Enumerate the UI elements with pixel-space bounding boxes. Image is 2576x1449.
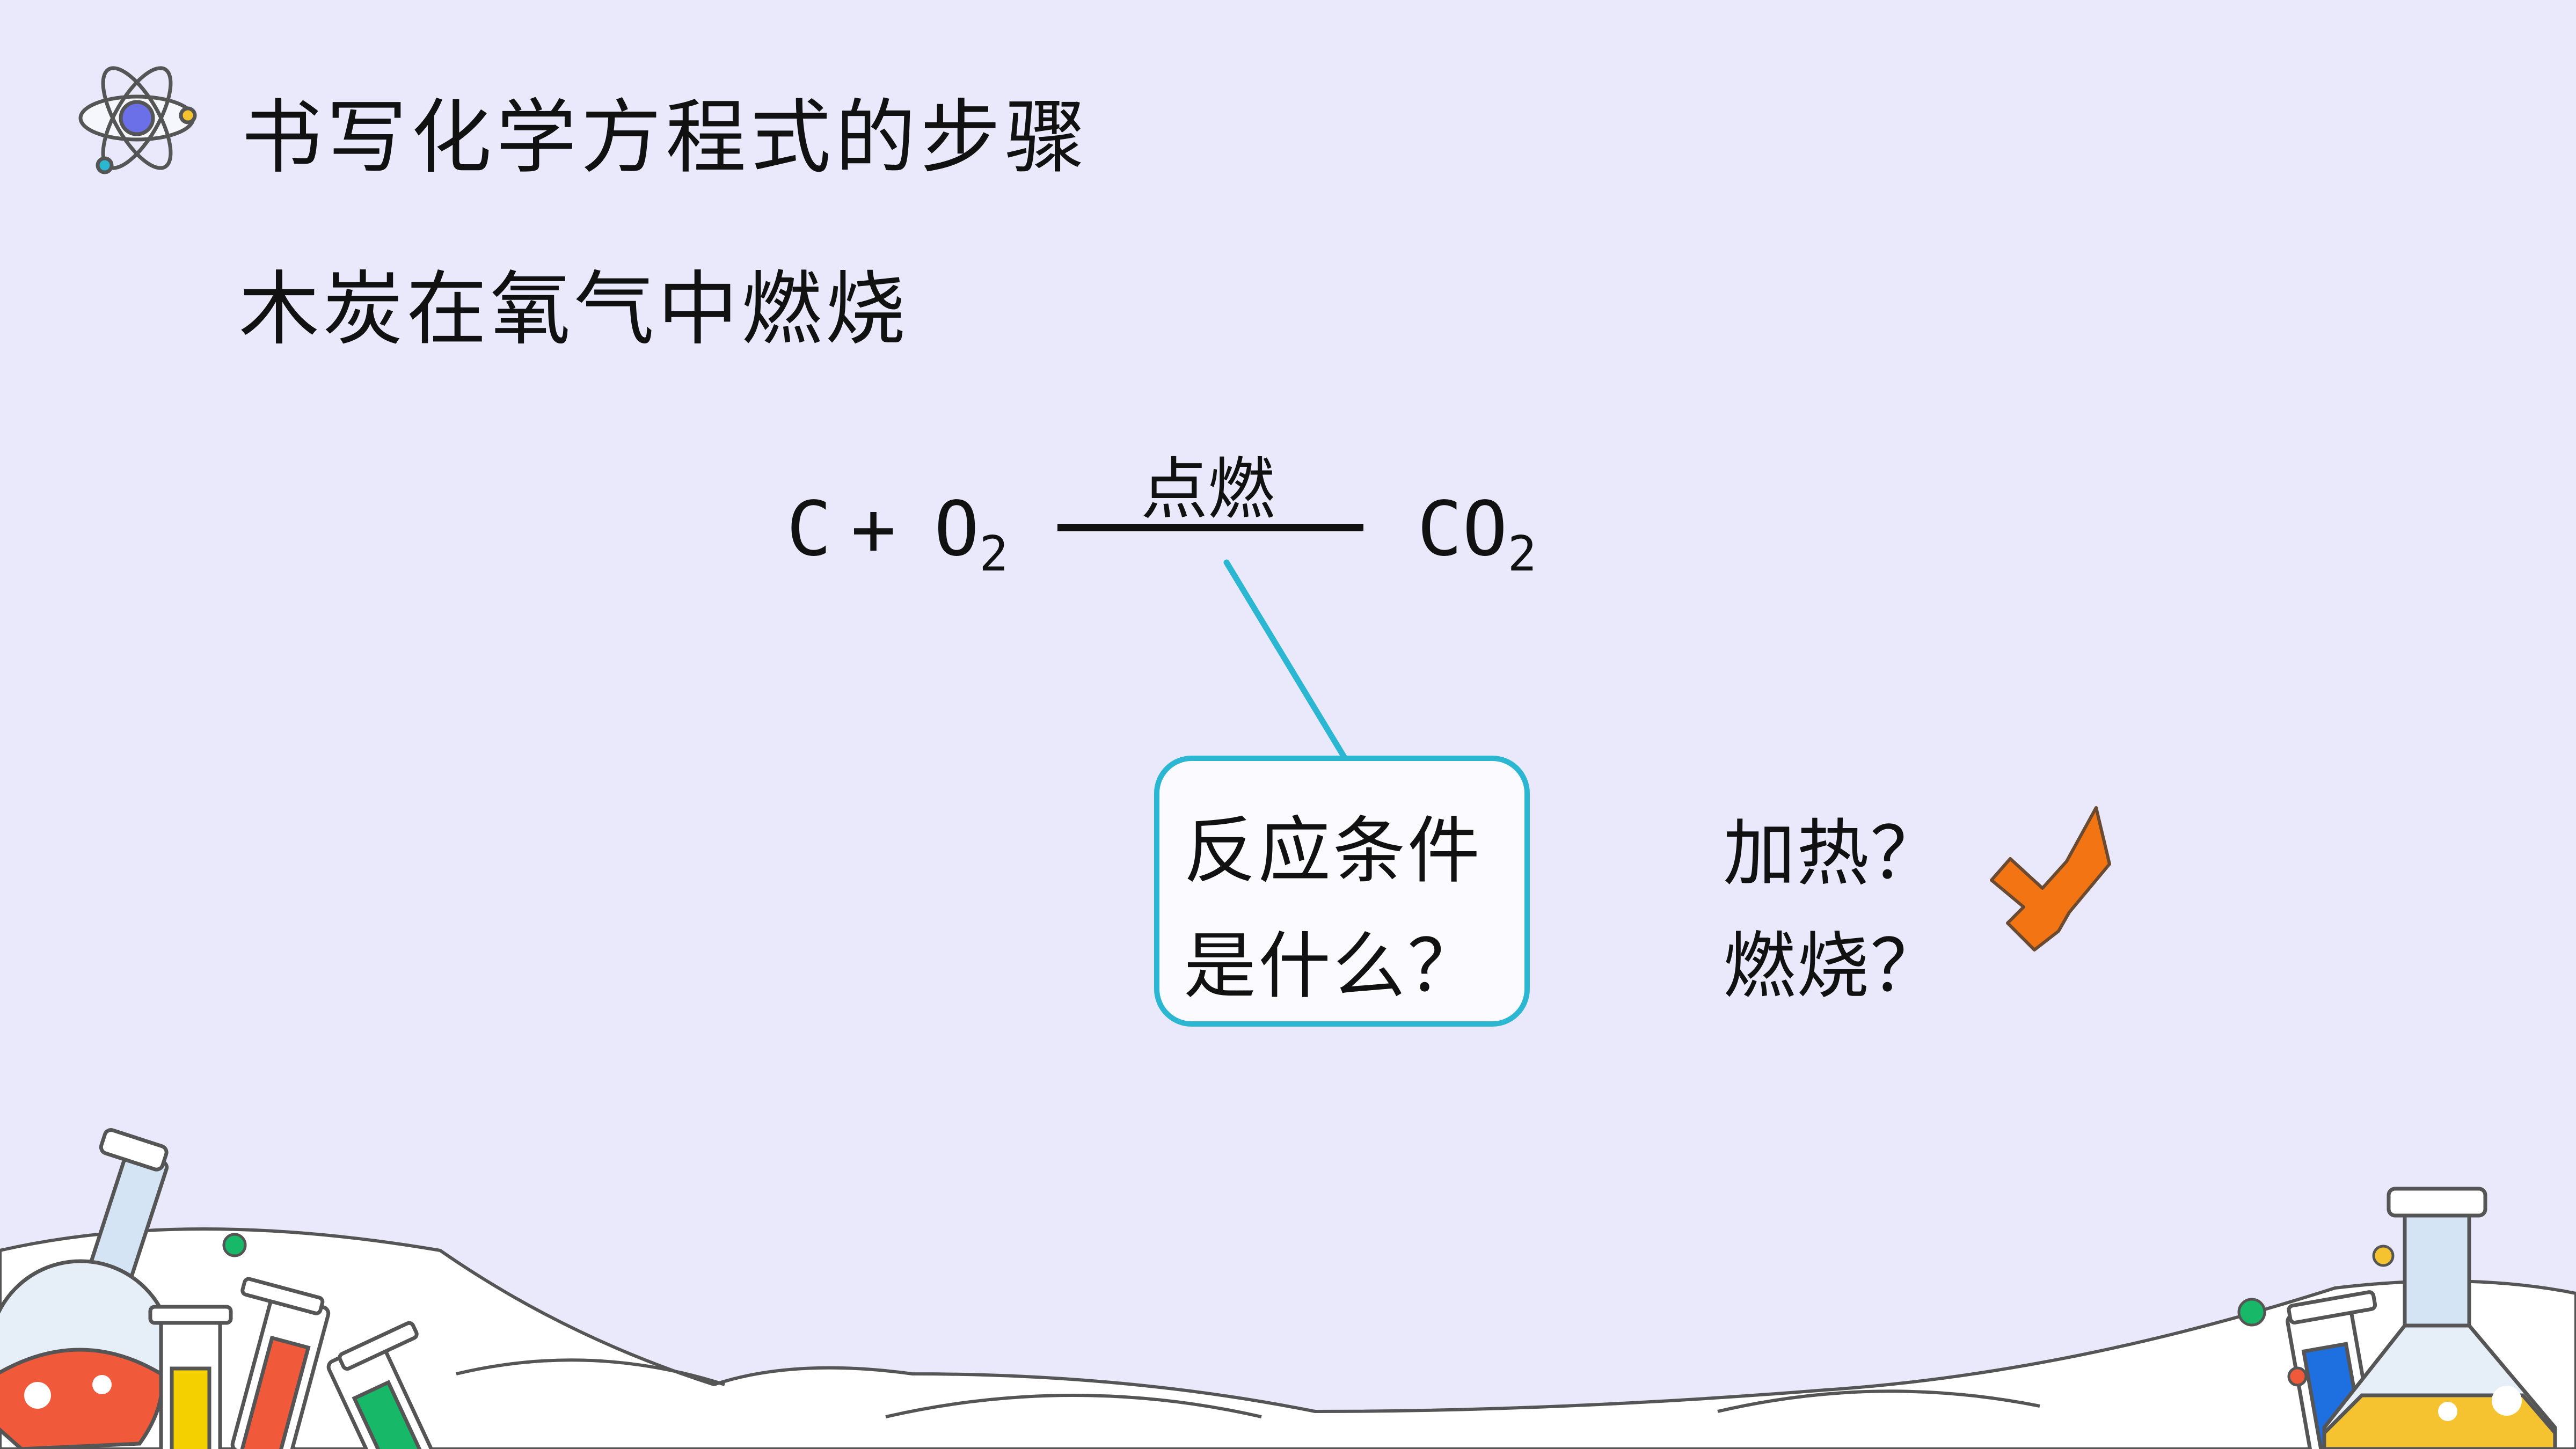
slide-title: 书写化学方程式的步骤 — [242, 91, 1090, 185]
reactant-carbon: C — [786, 486, 832, 573]
green-dot-right — [2237, 1298, 2266, 1327]
atom-icon — [78, 66, 197, 174]
yellow-dot-right — [2372, 1245, 2395, 1267]
right-flask — [2322, 1187, 2557, 1449]
left-test-tubes — [148, 1277, 434, 1449]
product-carbon-dioxide: CO2 — [1417, 486, 1537, 582]
option-heating: 加热？ — [1723, 811, 1944, 896]
left-flask — [0, 1128, 174, 1449]
cloud-band — [0, 1227, 2576, 1449]
callout-line-2: 是什么？ — [1184, 924, 1482, 1008]
product-subscript: 2 — [1507, 526, 1537, 582]
equation-line — [1057, 524, 1363, 531]
reactant-oxygen-subscript: 2 — [979, 526, 1009, 582]
callout-bubble — [1154, 756, 1530, 1027]
slide-subtitle: 木炭在氧气中燃烧 — [239, 263, 909, 356]
callout-line-1: 反应条件 — [1184, 809, 1482, 893]
plus-sign: + — [851, 486, 896, 573]
option-burning: 燃烧？ — [1723, 924, 1944, 1008]
reaction-condition: 点燃 — [1141, 451, 1275, 529]
green-dot-left — [222, 1233, 247, 1257]
red-dot-right — [2287, 1366, 2308, 1387]
reactant-oxygen: O2 — [934, 486, 1009, 582]
